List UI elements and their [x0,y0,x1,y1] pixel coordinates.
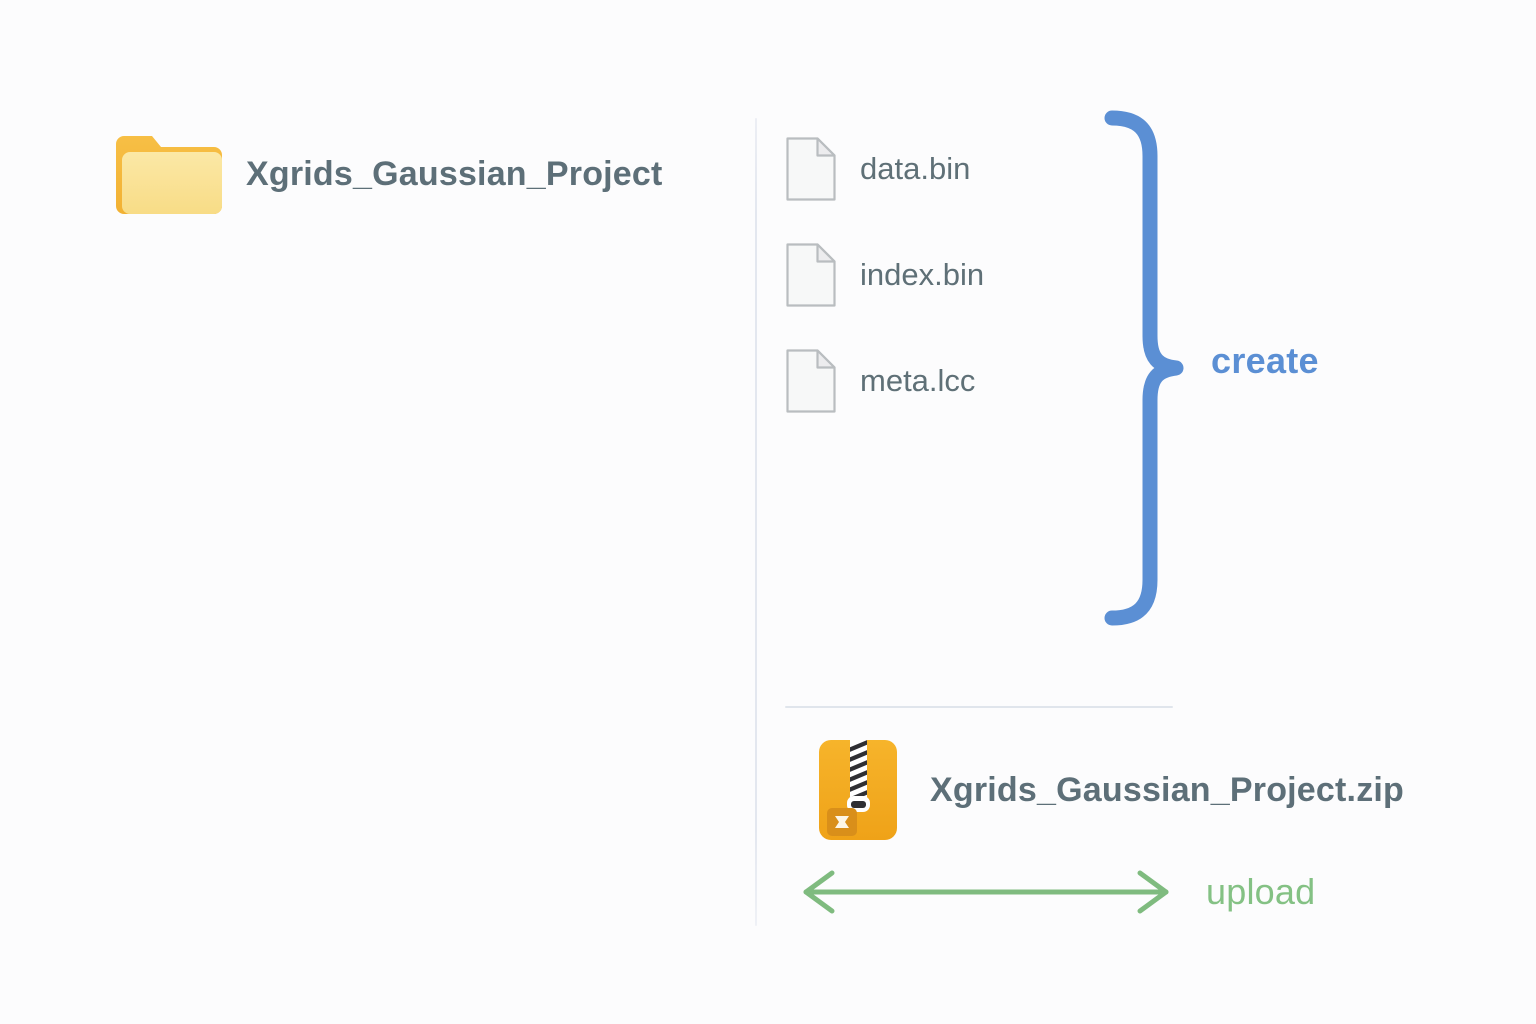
zip-archive-icon [818,738,898,842]
list-item[interactable]: data.bin [786,137,984,201]
source-folder-row[interactable]: Xgrids_Gaussian_Project [112,130,663,218]
file-document-icon [786,137,836,201]
double-arrow-icon [792,866,1180,918]
file-name-label: index.bin [860,257,985,292]
file-name-label: data.bin [860,151,971,186]
folder-icon [112,130,222,218]
archive-name-label: Xgrids_Gaussian_Project.zip [930,770,1405,809]
upload-annotation-label: upload [1206,871,1316,912]
horizontal-divider [785,706,1173,708]
file-document-icon [786,349,836,413]
file-list: data.bin index.bin meta.lcc [786,137,985,456]
file-document-icon [786,243,836,307]
source-folder-label: Xgrids_Gaussian_Project [246,154,663,193]
create-annotation-label: create [1211,340,1319,381]
upload-row: upload [792,866,1315,918]
archive-row[interactable]: Xgrids_Gaussian_Project.zip [818,738,1404,842]
file-name-label: meta.lcc [860,363,976,398]
list-item[interactable]: index.bin [786,243,985,307]
vertical-divider [755,118,757,926]
list-item[interactable]: meta.lcc [786,349,984,413]
curly-brace-icon [1098,108,1194,628]
